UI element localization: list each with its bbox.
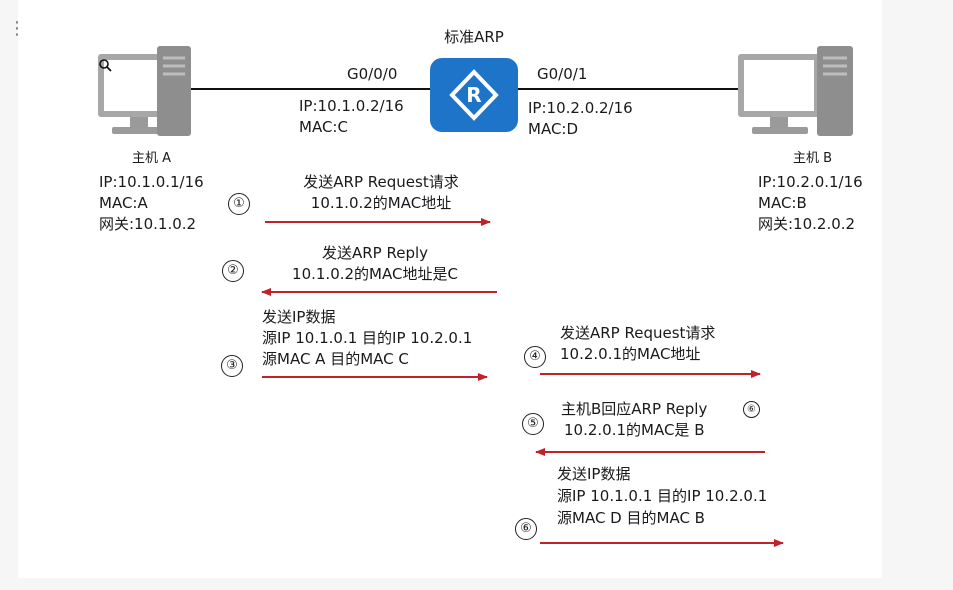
host-b-gateway: 网关:10.2.0.2 bbox=[758, 215, 856, 233]
step-4-number: ④ bbox=[524, 346, 546, 368]
step-4-line2: 10.2.0.1的MAC地址 bbox=[560, 345, 701, 363]
router-symbol: R bbox=[466, 83, 482, 107]
step-2-line1: 发送ARP Reply bbox=[321, 244, 429, 262]
router-icon: R bbox=[430, 58, 518, 132]
host-a-mac: MAC:A bbox=[99, 194, 148, 212]
step-5-badge: ⑥ bbox=[743, 401, 760, 418]
zoom-cursor-icon bbox=[99, 59, 112, 72]
step-2-line2: 10.1.0.2的MAC地址是C bbox=[292, 265, 458, 283]
iface-left-mac: MAC:C bbox=[299, 118, 348, 136]
host-b-mac: MAC:B bbox=[758, 194, 807, 212]
step-1-line2: 10.1.0.2的MAC地址 bbox=[310, 194, 452, 212]
iface-left-name: G0/0/0 bbox=[347, 65, 398, 83]
step-5-number: ⑤ bbox=[522, 413, 544, 435]
host-b-ip: IP:10.2.0.1/16 bbox=[758, 173, 863, 191]
iface-left-ip: IP:10.1.0.2/16 bbox=[299, 97, 404, 115]
iface-right-name: G0/0/1 bbox=[537, 65, 588, 83]
step-3-line1: 发送IP数据 bbox=[262, 308, 336, 326]
step-6-line1: 发送IP数据 bbox=[557, 465, 631, 483]
step-6-line2: 源IP 10.1.0.1 目的IP 10.2.0.1 bbox=[557, 487, 768, 505]
step-3-line3: 源MAC A 目的MAC C bbox=[262, 350, 409, 368]
step-5-line2: 10.2.0.1的MAC是 B bbox=[564, 421, 705, 439]
host-a-gateway: 网关:10.1.0.2 bbox=[99, 215, 197, 233]
step-2-number: ② bbox=[222, 260, 244, 282]
host-a-ip: IP:10.1.0.1/16 bbox=[99, 173, 204, 191]
step-1-line1: 发送ARP Request请求 bbox=[303, 173, 459, 191]
iface-right-mac: MAC:D bbox=[528, 120, 579, 138]
host-a-name: 主机 A bbox=[132, 151, 172, 166]
router-title: 标准ARP bbox=[444, 28, 504, 46]
step-6-number: ⑥ bbox=[515, 518, 537, 540]
step-5-line1: 主机B回应ARP Reply bbox=[561, 400, 708, 418]
computer-b-icon bbox=[738, 46, 853, 136]
iface-right-ip: IP:10.2.0.2/16 bbox=[528, 99, 633, 117]
computer-a-icon bbox=[98, 46, 191, 136]
step-1-number: ① bbox=[228, 193, 250, 215]
step-3-line2: 源IP 10.1.0.1 目的IP 10.2.0.1 bbox=[262, 329, 473, 347]
step-3-number: ③ bbox=[221, 355, 243, 377]
host-b-name: 主机 B bbox=[793, 151, 833, 166]
step-4-line1: 发送ARP Request请求 bbox=[560, 324, 716, 342]
step-6-line3: 源MAC D 目的MAC B bbox=[557, 509, 705, 527]
